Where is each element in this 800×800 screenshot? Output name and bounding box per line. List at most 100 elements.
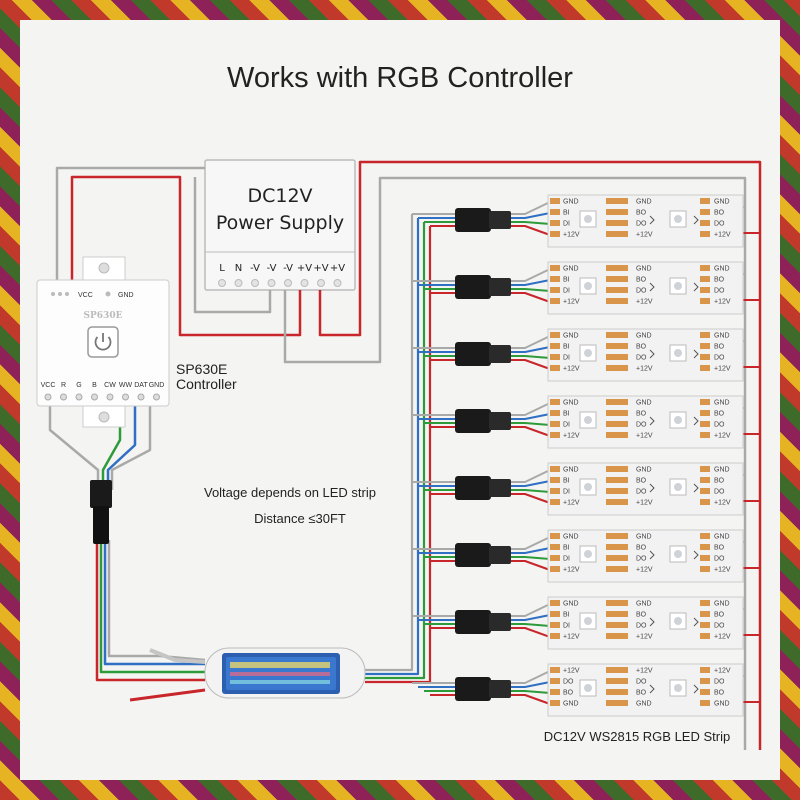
controller-port-label: G bbox=[76, 382, 81, 389]
controller-caption-line1: SP630E bbox=[176, 361, 227, 377]
strip-solder-pad bbox=[700, 287, 710, 293]
controller-brand: SP630E bbox=[84, 311, 123, 321]
strip-pad-label: DO bbox=[636, 623, 647, 630]
strip-lead-wire bbox=[511, 225, 551, 236]
strip-pad-label: DI bbox=[563, 489, 570, 496]
data-direction-arrow-icon bbox=[649, 282, 655, 292]
led-lens bbox=[584, 550, 592, 558]
strip-solder-pad bbox=[550, 410, 560, 416]
strip-pad-label: +12V bbox=[563, 634, 580, 641]
strip-solder-pad bbox=[550, 622, 560, 628]
strip-solder-pad bbox=[606, 700, 628, 706]
psu-terminal-label: -V bbox=[267, 263, 277, 274]
strip-solder-pad bbox=[550, 600, 560, 606]
strip-solder-pad bbox=[606, 220, 628, 226]
strip-pad-label: BO bbox=[714, 478, 725, 485]
strip-pad-label: BI bbox=[563, 344, 570, 351]
signal-amplifier-module bbox=[204, 647, 366, 699]
strip-solder-pad bbox=[606, 633, 628, 639]
strip-solder-pad bbox=[606, 477, 628, 483]
strip-pad-label: GND bbox=[563, 199, 579, 206]
strip-pad-label: BI bbox=[563, 545, 570, 552]
strip-solder-pad bbox=[550, 432, 560, 438]
strip-solder-pad bbox=[700, 198, 710, 204]
strip-lead-wire bbox=[511, 603, 551, 617]
strip-pad-label: GND bbox=[636, 534, 652, 541]
strip-pad-label: GND bbox=[563, 467, 579, 474]
controller-port-pin bbox=[44, 393, 52, 401]
strip-pad-label: +12V bbox=[563, 433, 580, 440]
strip-lead-wire bbox=[511, 489, 551, 493]
led-lens bbox=[584, 617, 592, 625]
strip-pad-label: DO bbox=[714, 422, 725, 429]
strip-solder-pad bbox=[606, 533, 628, 539]
strip-pad-label: BO bbox=[636, 612, 647, 619]
strip-pad-label: +12V bbox=[714, 668, 731, 675]
strip-pad-label: DO bbox=[563, 679, 574, 686]
strip-solder-pad bbox=[550, 544, 560, 550]
strip-connector-socket bbox=[489, 278, 511, 296]
module-aux-wire bbox=[149, 648, 206, 664]
strip-pad-label: GND bbox=[714, 601, 730, 608]
strip-solder-pad bbox=[550, 265, 560, 271]
strip-solder-pad bbox=[606, 354, 628, 360]
strip-lead-wire bbox=[511, 614, 551, 621]
distance-note: Distance ≤30FT bbox=[254, 511, 346, 526]
strip-pad-label: GND bbox=[563, 333, 579, 340]
strip-solder-pad bbox=[606, 488, 628, 494]
led-lens bbox=[674, 215, 682, 223]
controller-port-label: GND bbox=[149, 382, 165, 389]
strip-solder-pad bbox=[606, 421, 628, 427]
controller-port-pin bbox=[122, 393, 129, 401]
power-icon bbox=[94, 333, 112, 351]
controller-port-label: WW bbox=[119, 382, 133, 389]
strip-solder-pad bbox=[700, 600, 710, 606]
strip-solder-pad bbox=[550, 499, 560, 505]
strip-solder-pad bbox=[606, 298, 628, 304]
strip-pad-label: +12V bbox=[714, 500, 731, 507]
strip-pad-label: BO bbox=[714, 545, 725, 552]
strip-pad-label: BO bbox=[636, 210, 647, 217]
strip-connector-socket bbox=[489, 546, 511, 564]
psu-terminal-screw bbox=[317, 279, 325, 287]
strip-solder-pad bbox=[550, 667, 560, 673]
strip-pad-label: +12V bbox=[563, 366, 580, 373]
data-direction-arrow-icon bbox=[693, 416, 699, 426]
strip-solder-pad bbox=[550, 220, 560, 226]
strip-solder-pad bbox=[606, 410, 628, 416]
psu-terminal-screw bbox=[251, 279, 259, 287]
controller-port-pin bbox=[60, 393, 67, 401]
strip-pad-label: GND bbox=[563, 701, 579, 708]
strip-lead-wire bbox=[511, 212, 551, 219]
strip-pad-label: DO bbox=[636, 556, 647, 563]
led-lens bbox=[674, 550, 682, 558]
strip-solder-pad bbox=[606, 499, 628, 505]
module-input-red bbox=[95, 540, 205, 682]
strip-pad-label: GND bbox=[714, 199, 730, 206]
strip-solder-pad bbox=[550, 566, 560, 572]
strip-pad-label: DI bbox=[563, 623, 570, 630]
strip-solder-pad bbox=[700, 265, 710, 271]
strip-solder-pad bbox=[700, 499, 710, 505]
strip-lead-wire bbox=[511, 355, 551, 359]
strip-solder-pad bbox=[550, 611, 560, 617]
strip-lead-wire bbox=[511, 402, 551, 416]
strip-lead-wire bbox=[511, 469, 551, 483]
controller-port-label: CW bbox=[104, 382, 116, 389]
strip-solder-pad bbox=[700, 544, 710, 550]
strip-solder-pad bbox=[700, 421, 710, 427]
psu-terminal-screw bbox=[333, 279, 342, 287]
strip-pad-label: GND bbox=[636, 266, 652, 273]
trunk-wire bbox=[365, 222, 426, 680]
strip-pad-label: GND bbox=[636, 199, 652, 206]
strip-pad-label: DO bbox=[714, 355, 725, 362]
data-direction-arrow-icon bbox=[649, 215, 655, 225]
strip-pad-label: BI bbox=[563, 478, 570, 485]
controller-port-pin bbox=[106, 393, 114, 401]
led-lens bbox=[674, 349, 682, 357]
strip-pad-label: GND bbox=[636, 400, 652, 407]
strip-pad-label: +12V bbox=[563, 567, 580, 574]
strip-solder-pad bbox=[700, 689, 710, 695]
strip-lead-wire bbox=[511, 670, 551, 684]
